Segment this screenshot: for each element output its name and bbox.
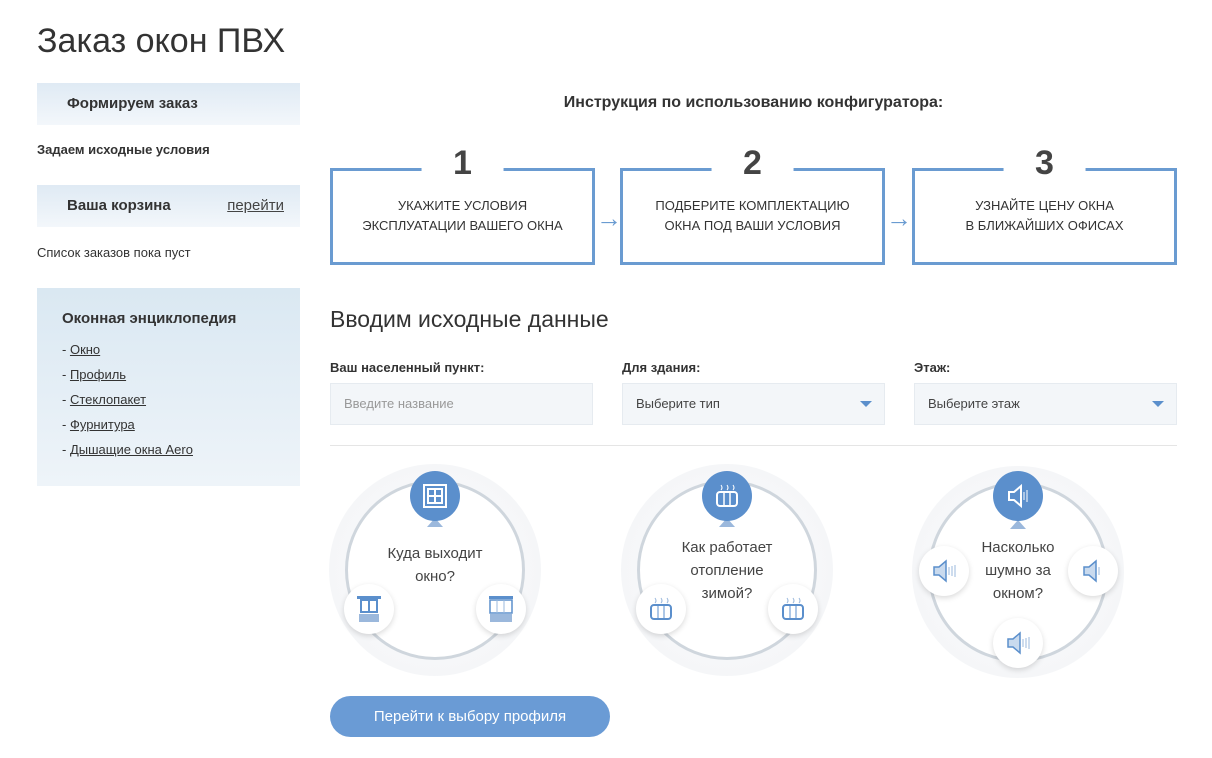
question-text: Как работает — [681, 539, 773, 556]
pointer-icon — [1010, 520, 1026, 529]
step-text: ОКНА ПОД ВАШИ УСЛОВИЯ — [664, 218, 841, 233]
building-value: Выберите тип — [636, 396, 720, 411]
enc-link-hardware[interactable]: Фурнитура — [69, 417, 135, 432]
arrow-right-icon: → — [596, 203, 622, 233]
order-step: Задаем исходные условия — [37, 142, 210, 157]
pointer-icon — [719, 518, 735, 527]
step-text: ЭКСПЛУАТАЦИИ ВАШЕГО ОКНА — [362, 218, 563, 233]
step-text: УЗНАЙТЕ ЦЕНУ ОКНА — [975, 198, 1114, 213]
question: Как работает отопление зимой? — [621, 536, 833, 605]
pointer-icon — [427, 518, 443, 527]
step-text: ПОДБЕРИТЕ КОМПЛЕКТАЦИЮ — [655, 198, 850, 213]
radiator-cold-icon[interactable] — [636, 584, 686, 634]
question: Насколько шумно за окном? — [912, 536, 1124, 605]
step-number: 2 — [711, 143, 794, 183]
floor-label: Этаж: — [914, 360, 951, 375]
order-section-header: Формируем заказ — [37, 83, 300, 125]
arrow-right-icon: → — [886, 203, 912, 233]
question-text: Куда выходит — [387, 545, 483, 562]
enc-link-profile[interactable]: Профиль — [69, 367, 127, 382]
instruction-title: Инструкция по использованию конфигуратор… — [563, 94, 944, 111]
cart-link[interactable]: перейти — [227, 197, 284, 214]
radiator-hot-icon[interactable] — [768, 584, 818, 634]
step-number: 1 — [421, 143, 504, 183]
enc-link-glass[interactable]: Стеклопакет — [69, 392, 147, 407]
speaker-high-icon[interactable] — [993, 618, 1043, 668]
question-text: окном? — [992, 585, 1044, 602]
question-text: Насколько — [981, 539, 1055, 556]
enc-link-aero[interactable]: Дышащие окна Aero — [69, 442, 193, 457]
cart-header: Ваша корзина перейти — [37, 185, 300, 227]
next-profile-button[interactable]: Перейти к выбору профиля — [330, 696, 610, 737]
encyclopedia: Оконная энциклопедия - Окно - Профиль - … — [37, 288, 300, 486]
page-title: Заказ окон ПВХ — [37, 22, 286, 60]
question-text: отопление — [690, 562, 764, 579]
enc-link-window[interactable]: Окно — [69, 342, 101, 357]
floor-value: Выберите этаж — [928, 396, 1020, 411]
city-label: Ваш населенный пункт: — [330, 360, 485, 375]
question: Куда выходит окно? — [329, 542, 541, 588]
chevron-down-icon — [1152, 401, 1164, 407]
city-input[interactable]: Введите название — [330, 383, 593, 425]
floor-select[interactable]: Выберите этаж — [914, 383, 1177, 425]
step-number: 3 — [1003, 143, 1086, 183]
balcony-window-icon[interactable] — [344, 584, 394, 634]
question-text: шумно за — [985, 562, 1051, 579]
speaker-icon[interactable] — [993, 471, 1043, 521]
window-direction-widget[interactable]: Куда выходит окно? — [329, 464, 541, 676]
heating-widget[interactable]: Как работает отопление зимой? — [621, 464, 833, 676]
noise-widget[interactable]: Насколько шумно за окном? — [912, 466, 1124, 678]
chevron-down-icon — [860, 401, 872, 407]
speaker-low-icon[interactable] — [919, 546, 969, 596]
loggia-icon[interactable] — [476, 584, 526, 634]
step-text: УКАЖИТЕ УСЛОВИЯ — [397, 198, 528, 213]
step-text: В БЛИЖАЙШИХ ОФИСАХ — [965, 218, 1124, 233]
encyclopedia-title: Оконная энциклопедия — [62, 310, 237, 327]
building-label: Для здания: — [622, 360, 701, 375]
building-select[interactable]: Выберите тип — [622, 383, 885, 425]
divider — [330, 445, 1177, 446]
question-text: окно? — [415, 568, 455, 585]
radiator-icon[interactable] — [702, 471, 752, 521]
question-text: зимой? — [701, 585, 753, 602]
window-icon[interactable] — [410, 471, 460, 521]
cart-title: Ваша корзина — [67, 197, 171, 214]
speaker-mid-icon[interactable] — [1068, 546, 1118, 596]
cart-empty: Список заказов пока пуст — [37, 245, 191, 260]
form-heading: Вводим исходные данные — [330, 306, 609, 332]
